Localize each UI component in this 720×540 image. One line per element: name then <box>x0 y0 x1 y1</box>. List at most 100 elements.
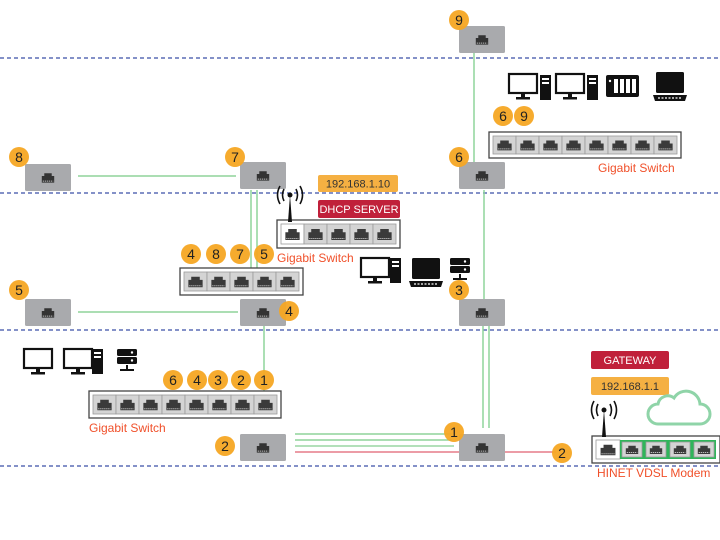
port-badge-number: 2 <box>237 372 245 388</box>
switch-label-top-right: Gigabit Switch <box>598 161 675 175</box>
port-badge: 6 <box>449 147 469 167</box>
switch-label-bottom-left: Gigabit Switch <box>89 421 166 435</box>
ethernet-port-icon <box>475 308 489 318</box>
ethernet-port-icon <box>653 135 678 155</box>
port-badge-number: 7 <box>236 246 244 262</box>
port-badge: 6 <box>493 106 513 126</box>
ethernet-port-icon <box>561 135 586 155</box>
port-badge: 8 <box>206 244 226 264</box>
port-badge: 2 <box>215 436 235 456</box>
monitor-icon <box>22 347 54 375</box>
ethernet-port-icon <box>92 394 117 415</box>
ethernet-port-icon <box>492 135 517 155</box>
ethernet-port-icon <box>253 394 278 415</box>
port-badge-number: 1 <box>450 424 458 440</box>
ethernet-port-icon <box>230 394 255 415</box>
port-badge: 1 <box>444 422 464 442</box>
port-badge: 6 <box>163 370 183 390</box>
wall-jacks <box>25 26 505 461</box>
port-badge-number: 4 <box>285 303 293 319</box>
ethernet-port-icon <box>41 308 55 318</box>
port-badge: 3 <box>449 280 469 300</box>
monitor-icon <box>507 72 539 100</box>
desktop-tower-icon <box>540 75 551 100</box>
wall-jack-4[interactable] <box>240 299 286 326</box>
monitor-icon <box>62 347 94 375</box>
ethernet-port-icon <box>607 135 632 155</box>
floor-dividers <box>0 57 720 467</box>
dhcp-server-tag <box>318 200 400 218</box>
port-badge-number: 6 <box>499 108 507 124</box>
ethernet-port-icon <box>475 35 489 45</box>
ethernet-port-icon <box>115 394 140 415</box>
dhcp-ip-text: 192.168.1.10 <box>326 179 390 191</box>
port-badge: 9 <box>449 10 469 30</box>
wall-jack-5[interactable] <box>25 299 71 326</box>
ethernet-port-icon <box>252 271 277 292</box>
gateway-ip-text: 192.168.1.1 <box>601 381 659 393</box>
ethernet-port-icon <box>256 308 270 318</box>
port-badge-number: 4 <box>193 372 201 388</box>
wall-jack-9[interactable] <box>459 26 505 53</box>
wall-jack-1[interactable] <box>459 434 505 461</box>
wall-jack-2[interactable] <box>240 434 286 461</box>
antenna-icon <box>590 400 618 437</box>
ethernet-port-icon <box>280 223 305 245</box>
desktop-tower-icon <box>587 75 598 100</box>
wall-jack-3[interactable] <box>459 299 505 326</box>
port-badge-number: 3 <box>455 282 463 298</box>
ethernet-port-icon <box>693 441 715 458</box>
port-badge-number: 9 <box>520 108 528 124</box>
switch-top-right <box>488 131 682 159</box>
port-badge: 5 <box>9 280 29 300</box>
switch-label-dhcp: Gigabit Switch <box>277 251 354 265</box>
ethernet-port-icon <box>475 171 489 181</box>
desktop-tower-icon <box>390 258 401 283</box>
port-badge-number: 5 <box>15 282 23 298</box>
ethernet-port-icon <box>621 441 643 458</box>
dhcp-ip-tag <box>318 175 398 192</box>
cloud-icon <box>646 389 712 426</box>
modem-label: HINET VDSL Modem <box>597 466 710 480</box>
port-badge-number: 4 <box>187 246 195 262</box>
vdsl-modem <box>591 435 720 464</box>
ethernet-port-icon <box>161 394 186 415</box>
ethernet-port-icon <box>584 135 609 155</box>
gateway-tag <box>591 351 669 369</box>
desktop-tower-icon <box>92 349 103 374</box>
server-icon <box>117 349 137 371</box>
switches <box>88 131 720 464</box>
port-badge: 9 <box>514 106 534 126</box>
server-icon <box>450 258 470 280</box>
port-badge: 7 <box>225 147 245 167</box>
port-badge: 8 <box>9 147 29 167</box>
ethernet-port-icon <box>183 271 208 292</box>
gateway-text: GATEWAY <box>604 355 658 367</box>
ethernet-port-icon <box>138 394 163 415</box>
port-badge-number: 9 <box>455 12 463 28</box>
port-badge: 2 <box>552 443 572 463</box>
ethernet-port-icon <box>184 394 209 415</box>
ethernet-port-icon <box>206 271 231 292</box>
antenna-icon <box>276 185 304 222</box>
port-badge: 5 <box>254 244 274 264</box>
port-badge-number: 8 <box>15 149 23 165</box>
port-badge-number: 6 <box>169 372 177 388</box>
devices <box>22 72 687 437</box>
wall-jack-7[interactable] <box>240 162 286 189</box>
ethernet-port-icon <box>645 441 667 458</box>
ethernet-port-icon <box>515 135 540 155</box>
port-badge: 7 <box>230 244 250 264</box>
nas-icon <box>606 75 639 97</box>
port-badge-number: 8 <box>212 246 220 262</box>
monitor-icon <box>359 256 391 284</box>
wall-jack-8[interactable] <box>25 164 71 191</box>
ethernet-port-icon <box>669 441 691 458</box>
port-badge: 3 <box>208 370 228 390</box>
port-badge: 4 <box>181 244 201 264</box>
wall-jack-6[interactable] <box>459 162 505 189</box>
port-badge-number: 1 <box>260 372 268 388</box>
gateway-ip-tag <box>591 377 669 395</box>
laptop-icon <box>409 258 443 287</box>
